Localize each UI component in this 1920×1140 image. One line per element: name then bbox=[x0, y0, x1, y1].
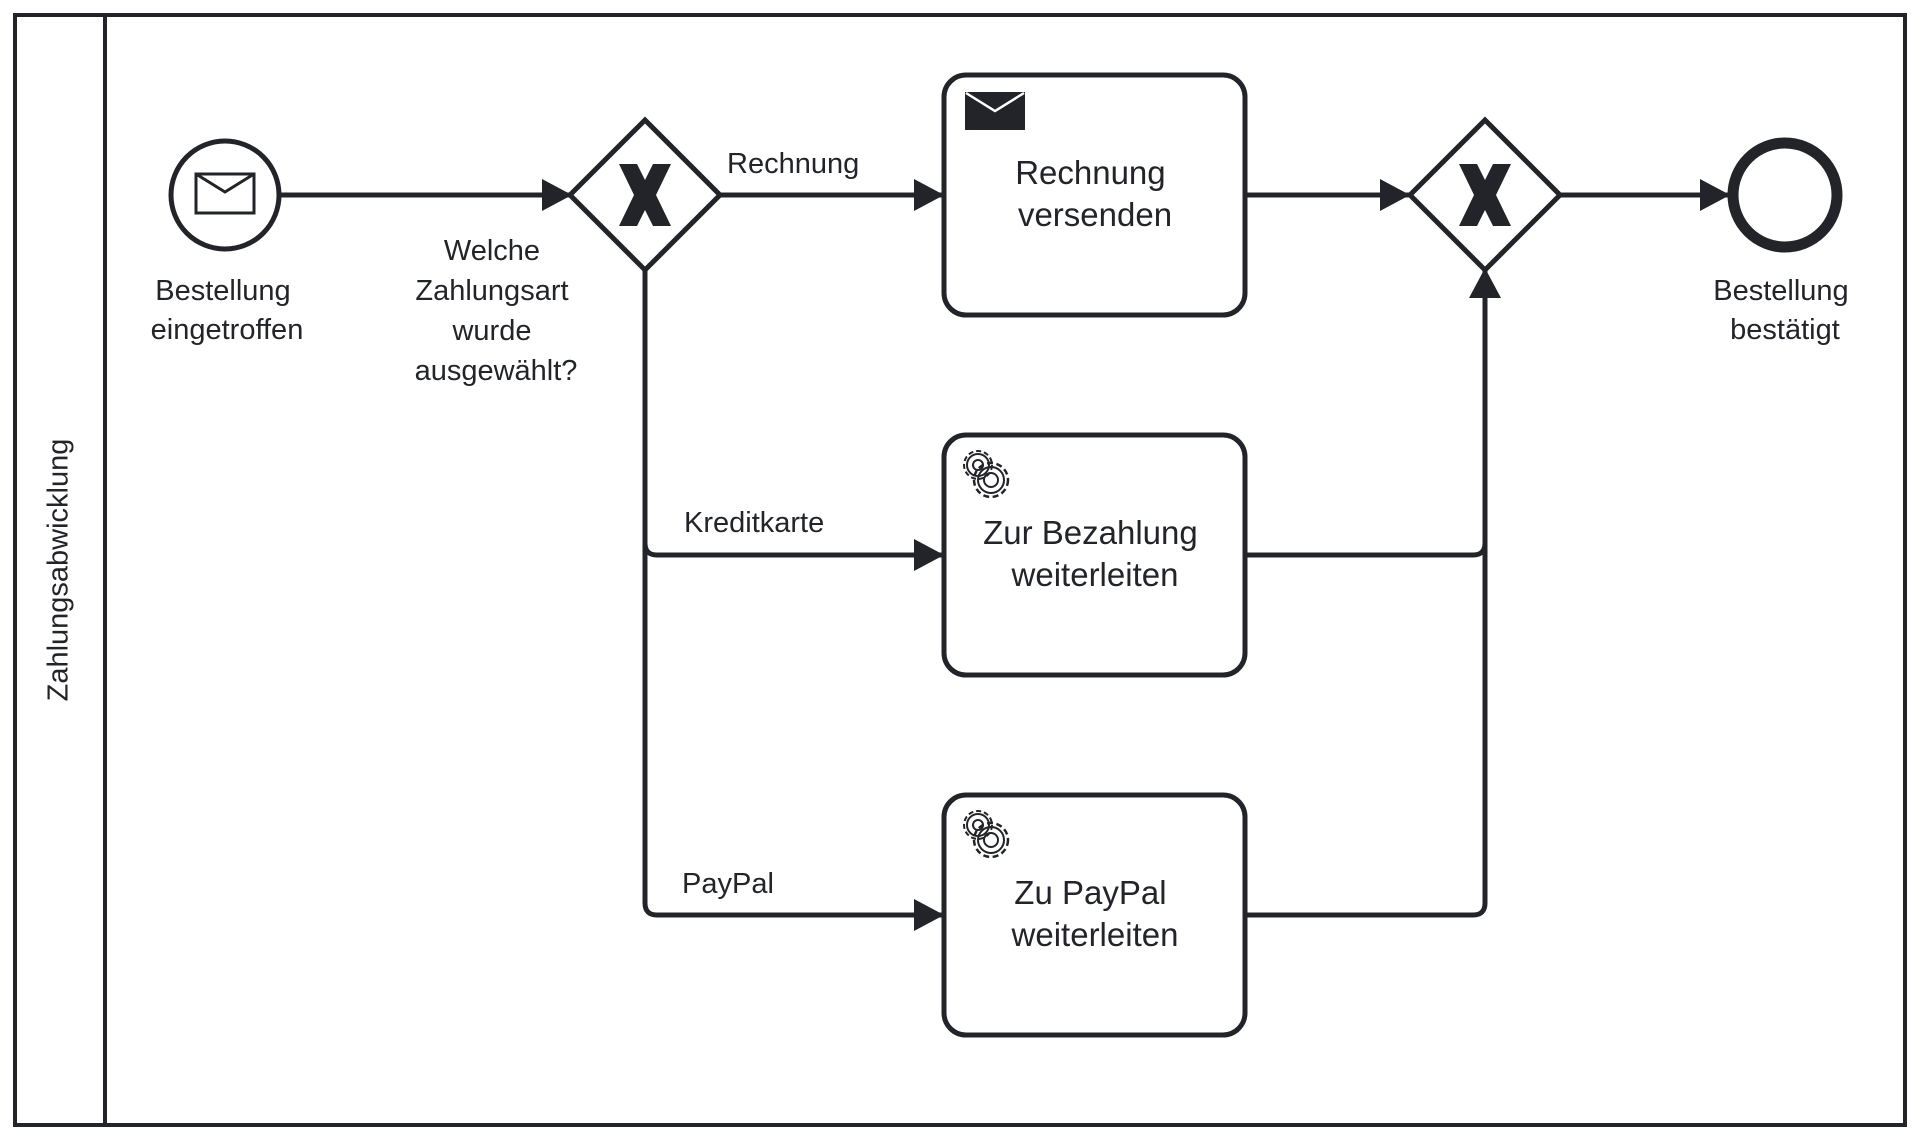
end-event-circle bbox=[1727, 137, 1843, 253]
pool-border bbox=[13, 13, 1907, 1127]
task-box bbox=[941, 432, 1248, 678]
task-credit-card[interactable]: Zur Bezahlung weiterleiten bbox=[941, 432, 1248, 678]
gateway-diamond bbox=[1406, 116, 1564, 274]
gears-icon bbox=[963, 810, 1010, 859]
flow-credit-card-to-join[interactable] bbox=[1245, 542, 1488, 558]
join-gateway[interactable] bbox=[1406, 116, 1564, 274]
split-gateway-label: Welche Zahlungsart wurde ausgewählt? bbox=[415, 235, 578, 387]
start-event-circle bbox=[168, 138, 282, 252]
sequence-flows bbox=[281, 179, 1730, 931]
end-event[interactable]: Bestellung bestätigt bbox=[1713, 137, 1857, 346]
gateway-diamond bbox=[566, 116, 724, 274]
start-event-label: Bestellung eingetroffen bbox=[151, 275, 304, 346]
task-label: Rechnung versenden bbox=[1015, 154, 1175, 233]
flow-label-invoice: Rechnung bbox=[727, 148, 859, 180]
start-event[interactable]: Bestellung eingetroffen bbox=[151, 138, 304, 346]
task-label: Zu PayPal weiterleiten bbox=[1011, 874, 1179, 953]
pool[interactable]: Zahlungsabwicklung bbox=[13, 13, 1907, 1127]
pool-label: Zahlungsabwicklung bbox=[43, 439, 75, 702]
exclusive-x-icon bbox=[1459, 164, 1511, 226]
split-gateway[interactable]: Welche Zahlungsart wurde ausgewählt? bbox=[415, 116, 724, 387]
flow-label-credit-card: Kreditkarte bbox=[684, 507, 824, 539]
end-event-label: Bestellung bestätigt bbox=[1713, 275, 1857, 346]
flow-gateway-to-paypal[interactable] bbox=[642, 540, 944, 931]
envelope-icon bbox=[194, 172, 256, 215]
task-box bbox=[941, 72, 1248, 318]
flow-paypal-to-join[interactable] bbox=[1245, 268, 1501, 918]
exclusive-x-icon bbox=[619, 164, 671, 226]
send-envelope-icon bbox=[965, 91, 1025, 130]
task-box bbox=[941, 792, 1248, 1038]
task-label: Zur Bezahlung weiterleiten bbox=[983, 514, 1207, 593]
task-invoice[interactable]: Rechnung versenden bbox=[941, 72, 1248, 318]
gears-icon bbox=[963, 450, 1010, 499]
flow-label-paypal: PayPal bbox=[682, 868, 774, 900]
task-paypal[interactable]: Zu PayPal weiterleiten bbox=[941, 792, 1248, 1038]
